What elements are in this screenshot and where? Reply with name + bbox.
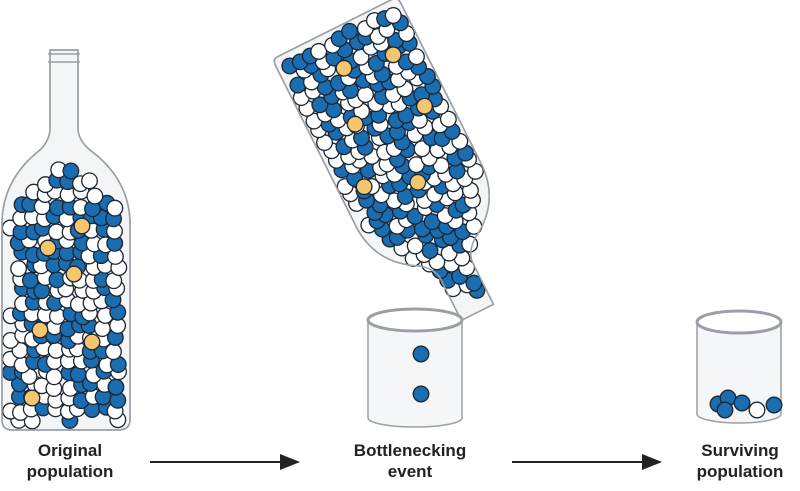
label-original-line2: population: [26, 462, 114, 481]
blue-ball: [21, 271, 39, 289]
yellow-ball: [355, 178, 373, 196]
blue-ball: [716, 401, 734, 419]
white-ball: [81, 172, 98, 190]
label-surviving: Surviving population: [670, 440, 800, 482]
white-ball: [748, 401, 766, 419]
yellow-ball: [31, 321, 49, 339]
blue-ball: [765, 396, 783, 414]
blue-ball: [412, 385, 430, 403]
label-surviving-line2: population: [696, 462, 784, 481]
cup-rim: [695, 309, 783, 335]
white-ball: [86, 187, 104, 205]
white-ball: [384, 6, 402, 24]
label-surviving-line1: Surviving: [701, 441, 779, 460]
tilted-bottle-outline: [273, 0, 495, 322]
white-ball: [106, 199, 124, 217]
yellow-ball: [39, 239, 57, 257]
yellow-ball: [83, 333, 101, 351]
bottle-lip: [48, 53, 80, 63]
yellow-ball: [416, 97, 433, 115]
bottleneck-cup: [366, 307, 464, 428]
yellow-ball: [73, 217, 91, 235]
yellow-ball: [384, 46, 402, 64]
yellow-ball: [409, 173, 427, 191]
label-bottleneck-line2: event: [387, 462, 433, 481]
label-original: Original population: [0, 440, 140, 482]
blue-ball: [412, 345, 430, 363]
cup-body: [367, 320, 463, 428]
yellow-ball: [65, 265, 83, 283]
yellow-ball: [346, 115, 364, 133]
tilted-bottle: [273, 0, 495, 322]
label-original-line1: Original: [37, 441, 103, 460]
label-bottleneck-line1: Bottlenecking: [353, 441, 467, 460]
original-bottle: [1, 49, 131, 431]
blue-ball: [107, 378, 125, 396]
cup-rim: [366, 307, 464, 333]
blue-ball: [341, 22, 359, 40]
blue-ball: [62, 162, 80, 180]
surviving-cup: [695, 309, 783, 424]
yellow-ball: [23, 389, 41, 407]
white-ball: [10, 260, 28, 278]
label-bottleneck: Bottlenecking event: [340, 440, 480, 482]
yellow-ball: [335, 59, 353, 77]
bottle-outline: [1, 49, 131, 431]
blue-ball: [733, 394, 751, 412]
